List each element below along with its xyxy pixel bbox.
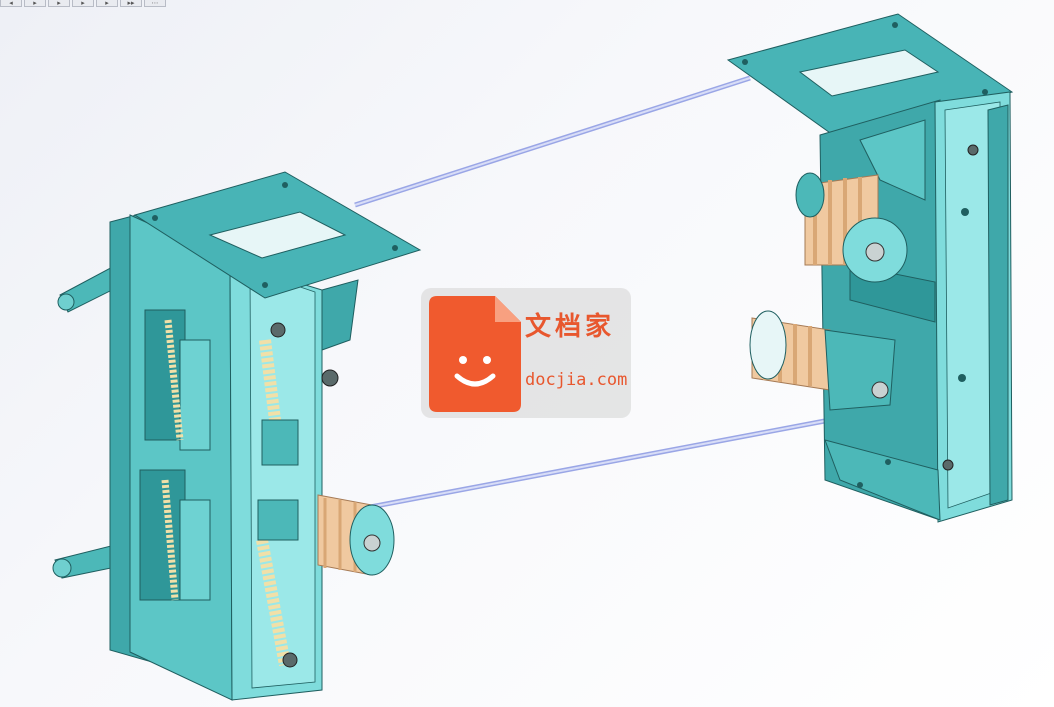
document-smile-icon [429,296,521,412]
toolbar-button-1[interactable]: ◂ [0,0,22,7]
toolbar-button-6[interactable]: ▸▸ [120,0,142,7]
watermark-logo: 文档家 docjia.com [421,288,631,418]
toolbar-button-4[interactable]: ▸ [72,0,94,7]
watermark-url: docjia.com [525,370,628,390]
watermark-title: 文档家 [525,312,616,342]
connecting-rods [354,75,831,511]
toolbar-button-5[interactable]: ▸ [96,0,118,7]
toolbar-button-2[interactable]: ▸ [24,0,46,7]
left-mechanism-assembly[interactable] [52,171,422,701]
toolbar-button-3[interactable]: ▸ [48,0,70,7]
view-toolbar: ◂ ▸ ▸ ▸ ▸ ▸▸ ⋯ [0,0,166,8]
right-mechanism-assembly[interactable] [726,13,1014,523]
toolbar-button-7[interactable]: ⋯ [144,0,166,7]
